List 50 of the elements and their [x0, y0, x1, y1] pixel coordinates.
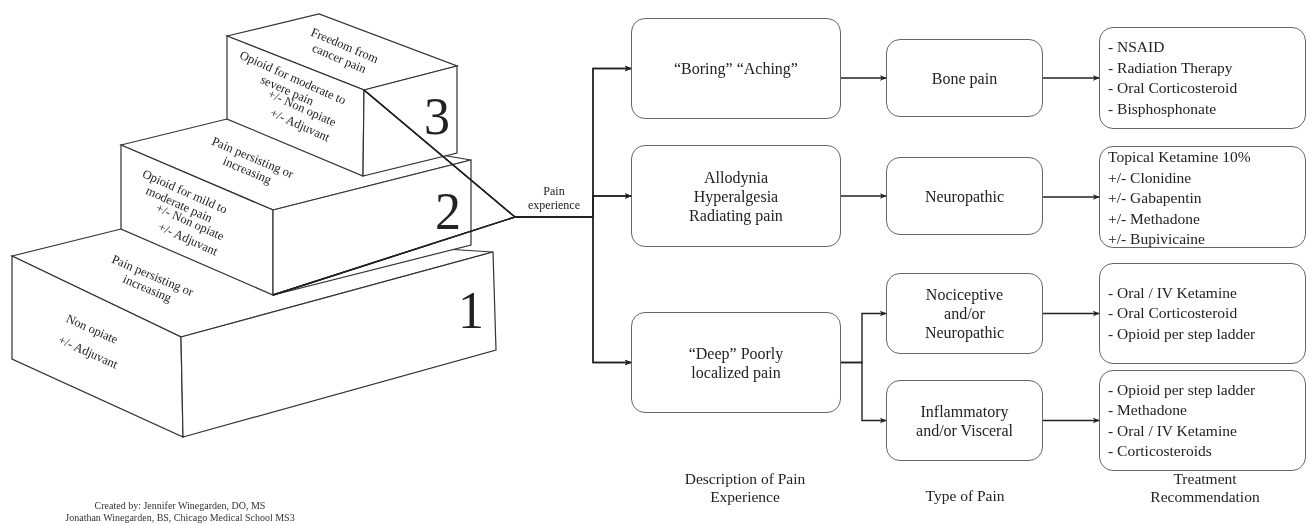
rounded-box [886, 157, 1043, 235]
box-text: - Oral Corticosteroid [1108, 78, 1238, 98]
box-text: Neuropathic [924, 186, 1005, 206]
rounded-box [886, 380, 1043, 461]
column-heading: Description of Pain Experience [683, 470, 807, 506]
box-text: - NSAID [1108, 37, 1165, 57]
rounded-box [631, 18, 841, 119]
box-text: Nociceptive and/or Neuropathic [923, 285, 1006, 342]
box-text: +/- Gabapentin [1108, 188, 1202, 208]
rounded-box [1099, 27, 1306, 129]
connector [272, 216, 632, 366]
box-text: Inflammatory and/or Visceral [916, 401, 1013, 440]
connector [1042, 75, 1100, 81]
rounded-box [631, 145, 841, 247]
step-number: 3 [424, 91, 450, 143]
box-text: Allodynia Hyperalgesia Radiating pain [688, 167, 784, 225]
box-text: - Opioid per step ladder [1108, 379, 1256, 400]
box-text: - Opioid per step ladder [1108, 323, 1256, 344]
box-text: - Corticosteroids [1108, 441, 1212, 461]
connector [840, 193, 887, 199]
column-heading: Treatment Recommendation [1149, 470, 1261, 506]
box-text: +/- Methadone [1108, 208, 1200, 229]
step-number: 2 [435, 186, 461, 238]
box-text: Bone pain [931, 68, 998, 88]
rounded-box [1099, 263, 1306, 364]
connector [840, 361, 887, 424]
step-number: 1 [458, 285, 484, 337]
box-text: - Oral Corticosteroid [1108, 303, 1238, 324]
box-text: “Deep” Poorly localized pain [687, 343, 785, 382]
connector [1042, 417, 1100, 424]
rounded-box [1099, 370, 1306, 471]
box-text: - Bisphosphonate [1108, 98, 1217, 119]
box-text: - Oral / IV Ketamine [1108, 420, 1237, 441]
rounded-box [631, 312, 841, 413]
credit-line: Created by: Jennifer Winegarden, DO, MS [93, 500, 267, 512]
box-text: - Oral / IV Ketamine [1108, 282, 1237, 303]
connector [1042, 194, 1100, 200]
box-text: - Radiation Therapy [1108, 57, 1233, 78]
column-heading: Type of Pain [924, 487, 1006, 505]
connector [840, 75, 887, 81]
rounded-box [1099, 146, 1306, 248]
credit-line: Jonathan Winegarden, BS, Chicago Medical School MS3 [64, 512, 296, 524]
box-text: “Boring” “Aching” [674, 59, 798, 78]
rounded-box [886, 273, 1043, 354]
connector [1042, 310, 1100, 317]
box-text: +/- Clonidine [1108, 167, 1192, 188]
box-text: - Methadone [1108, 400, 1187, 420]
rounded-box [886, 39, 1043, 117]
box-text: Topical Ketamine 10% [1108, 147, 1251, 167]
box-text: +/- Bupivicaine [1108, 229, 1205, 249]
